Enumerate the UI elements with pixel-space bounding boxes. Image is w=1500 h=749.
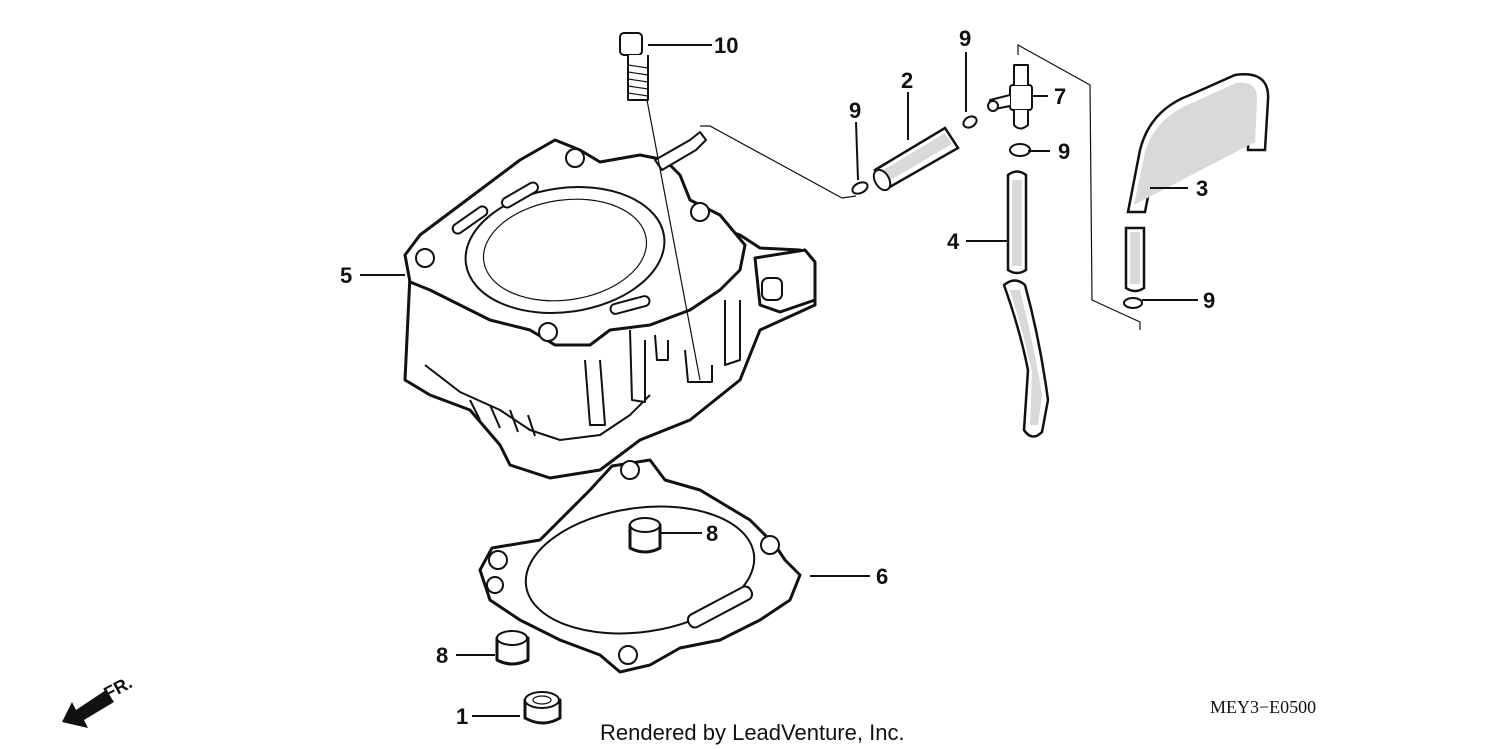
callout-8-upper: 8 <box>706 521 718 546</box>
clamp-part-d <box>1123 297 1143 309</box>
callout-9-left: 9 <box>849 98 861 123</box>
credit-text: Rendered by LeadVenture, Inc. <box>600 720 905 745</box>
callout-8-lower: 8 <box>436 643 448 668</box>
gasket-part <box>478 458 802 674</box>
callout-9-mid: 9 <box>1058 139 1070 164</box>
breather-tube-part <box>1002 170 1050 438</box>
callout-9-top: 9 <box>959 26 971 51</box>
callout-9-right: 9 <box>1203 288 1215 313</box>
callout-4: 4 <box>947 229 960 254</box>
dowel-pin-upper <box>628 517 662 554</box>
dowel-pin-lower <box>495 630 530 666</box>
leader-lines <box>360 44 1198 717</box>
callout-3: 3 <box>1196 176 1208 201</box>
bolt-part <box>619 32 649 101</box>
cylinder-part <box>403 131 817 480</box>
front-arrow-icon: FR. <box>62 672 135 728</box>
breather-hose-part <box>1124 73 1270 293</box>
tube-part <box>872 126 960 192</box>
clamp-part-a <box>851 181 869 195</box>
callout-labels: 10 5 6 8 8 1 2 9 9 7 9 3 4 9 <box>340 26 1215 729</box>
callout-7: 7 <box>1054 84 1066 109</box>
callout-2: 2 <box>901 68 913 93</box>
callout-6: 6 <box>876 564 888 589</box>
callout-1: 1 <box>456 704 468 729</box>
clamp-part-c <box>1009 143 1031 157</box>
collar-part <box>523 691 562 725</box>
assembly-lines <box>700 43 1141 330</box>
callout-10: 10 <box>714 33 738 58</box>
clamp-part-b <box>962 115 978 129</box>
diagram-code: MEY3−E0500 <box>1210 697 1316 717</box>
callout-5: 5 <box>340 263 352 288</box>
joint-part <box>987 64 1033 130</box>
